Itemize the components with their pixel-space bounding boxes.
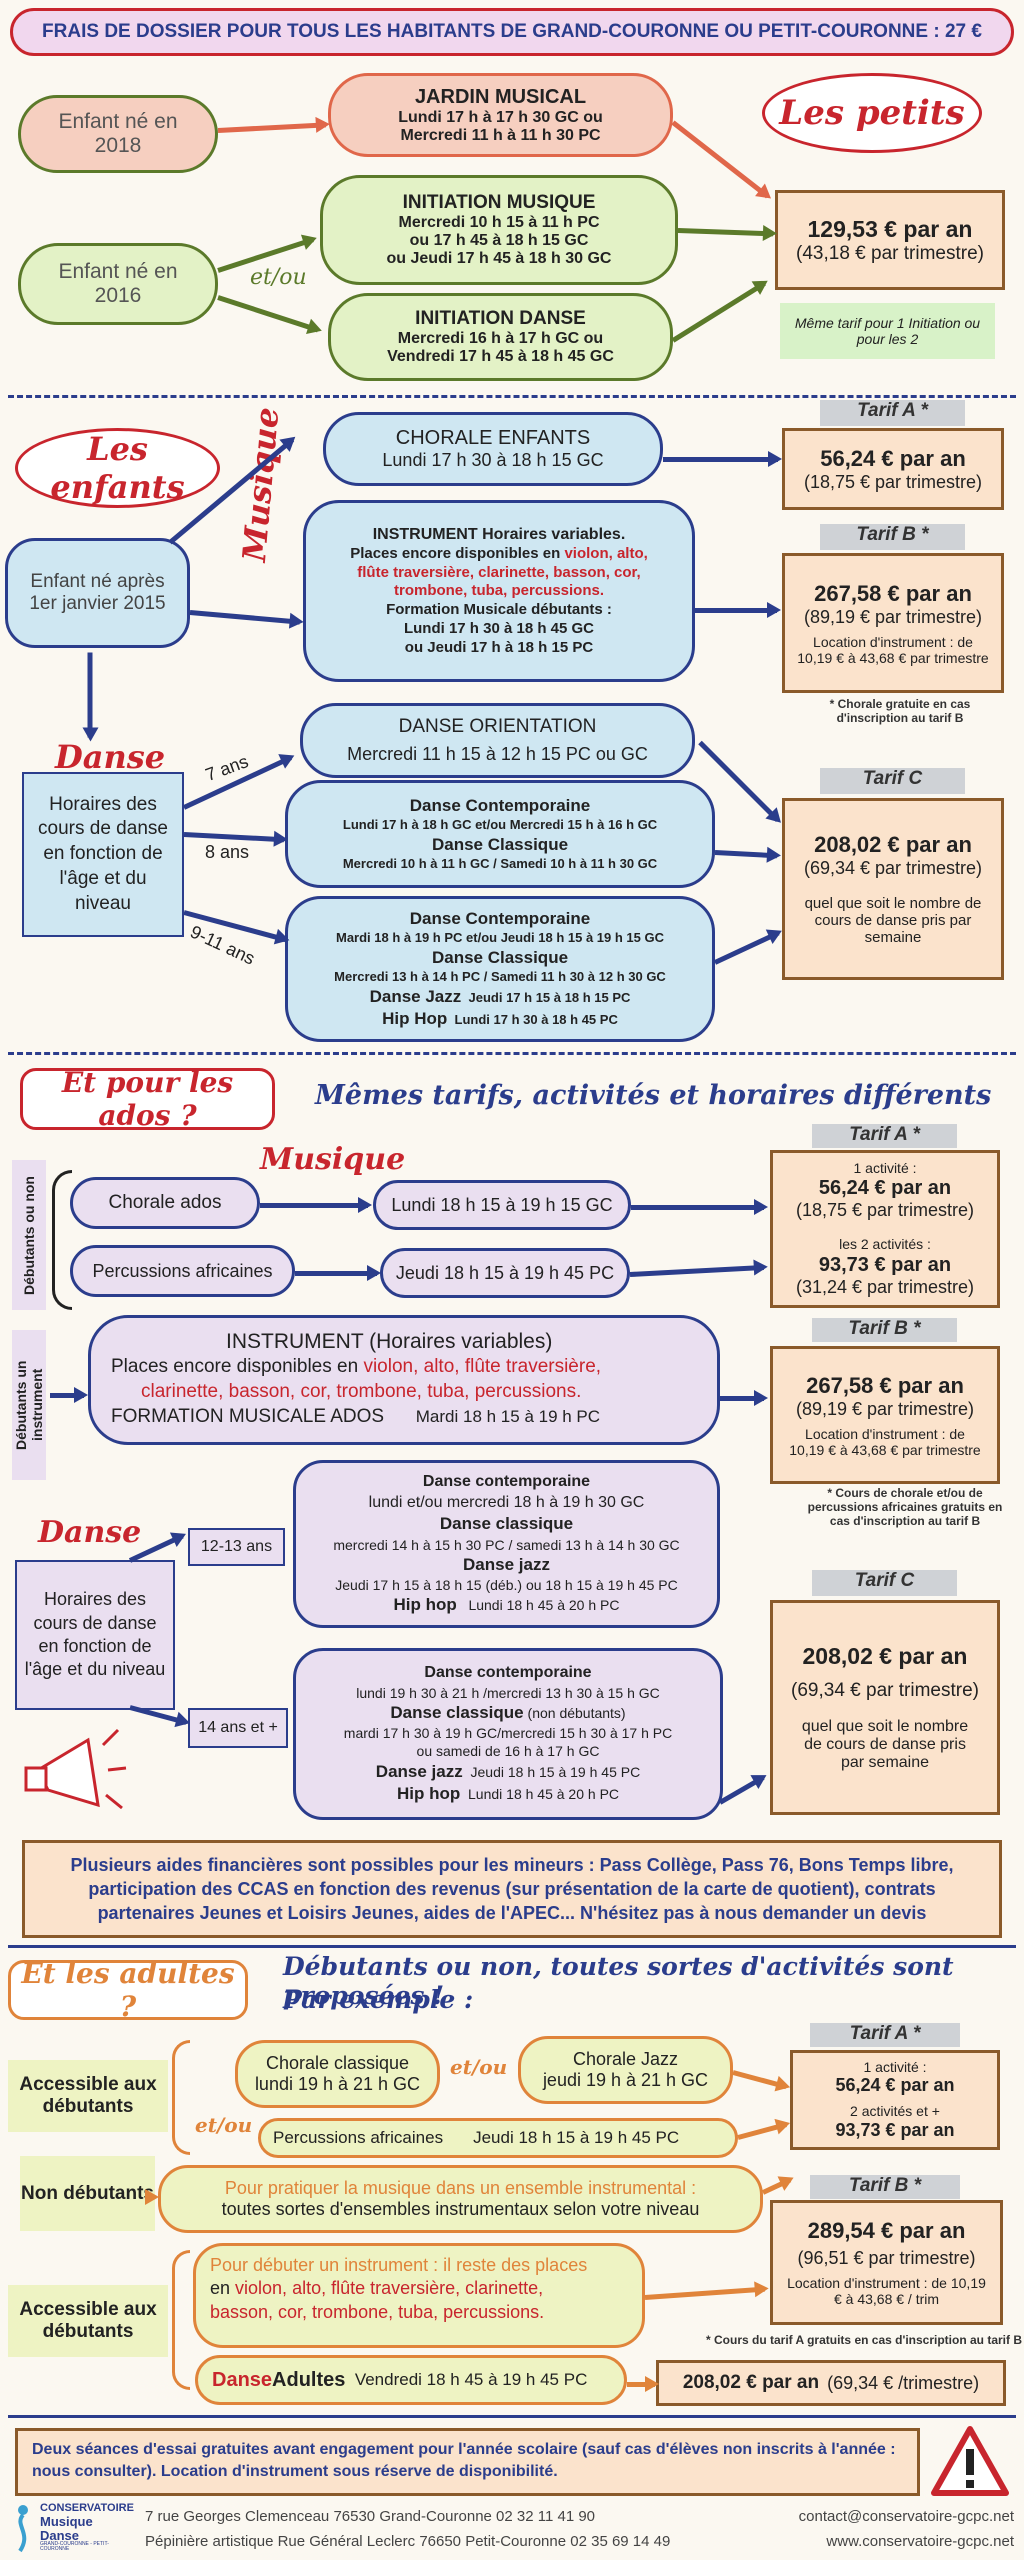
danse-14-plus: Danse contemporaine lundi 19 h 30 à 21 h… bbox=[293, 1648, 723, 1820]
logo-figure-icon bbox=[10, 2503, 36, 2553]
danse-adultes: Danse Adultes Vendredi 18 h 45 à 19 h 45… bbox=[195, 2355, 627, 2405]
enfant-2016: Enfant né en 2016 bbox=[18, 243, 218, 325]
ados-title: Et pour les ados ? bbox=[20, 1066, 275, 1132]
price-c-ados: 208,02 € par an (69,34 € par trimestre) … bbox=[770, 1600, 1000, 1815]
initiation-musique: INITIATION MUSIQUE Mercredi 10 h 15 à 11… bbox=[320, 175, 678, 285]
ados-subtitle: Mêmes tarifs, activités et horaires diff… bbox=[315, 1080, 992, 1111]
note-b-enfants: * Chorale gratuite en cas d'inscription … bbox=[829, 697, 971, 725]
tarif-a-tag-adultes: Tarif A * bbox=[810, 2023, 960, 2047]
tarif-b-tag-adultes: Tarif B * bbox=[810, 2175, 960, 2199]
jardin-musical: JARDIN MUSICAL Lundi 17 h à 17 h 30 GC o… bbox=[328, 73, 673, 157]
ensemble-instrumental: Pour pratiquer la musique dans un ensemb… bbox=[158, 2165, 763, 2233]
price-c-adultes: 208,02 € par an(69,34 € /trimestre) bbox=[656, 2360, 1006, 2406]
frais-banner: FRAIS DE DOSSIER POUR TOUS LES HABITANTS… bbox=[10, 8, 1014, 56]
danse-label-enfants: Danse bbox=[55, 738, 166, 776]
tarif-a-tag-enfants: Tarif A * bbox=[820, 400, 965, 426]
address-1: 7 rue Georges Clemenceau 76530 Grand-Cou… bbox=[145, 2508, 596, 2525]
instrument-ados: INSTRUMENT (Horaires variables) Places e… bbox=[88, 1315, 720, 1445]
price-petits: 129,53 € par an (43,18 € par trimestre) bbox=[775, 190, 1005, 290]
debutants-instrument-label: Débutants un instrument bbox=[12, 1330, 46, 1480]
chorale-ados: Chorale ados bbox=[70, 1177, 260, 1229]
tarif-a-tag-ados: Tarif A * bbox=[812, 1124, 957, 1148]
tarif-c-tag-ados: Tarif C bbox=[812, 1570, 957, 1596]
divider-3 bbox=[8, 1945, 1016, 1948]
chorale-ados-horaire: Lundi 18 h 15 à 19 h 15 GC bbox=[373, 1180, 631, 1230]
age-8: 8 ans bbox=[205, 842, 250, 862]
note-b-ados: * Cours de chorale et/ou de percussions … bbox=[807, 1486, 1003, 1528]
danse-9-11-ans: Danse Contemporaine Mardi 18 h à 19 h PC… bbox=[285, 896, 715, 1042]
percussions-ados-horaire: Jeudi 18 h 15 à 19 h 45 PC bbox=[380, 1248, 630, 1298]
divider-1 bbox=[8, 395, 1016, 398]
chorale-classique: Chorale classique lundi 19 h à 21 h GC bbox=[235, 2040, 440, 2108]
enfant-apres-2015: Enfant né après 1er janvier 2015 bbox=[5, 538, 190, 648]
danse-label-ados: Danse bbox=[38, 1515, 142, 1550]
accessible-debutants-1: Accessible aux débutants bbox=[8, 2060, 168, 2132]
les-enfants-title: Les enfants bbox=[15, 428, 220, 508]
price-c-enfants: 208,02 € par an (69,34 € par trimestre) … bbox=[782, 798, 1004, 980]
price-a-ados: 1 activité : 56,24 € par an (18,75 € par… bbox=[770, 1150, 1000, 1308]
tarif-b-tag-ados: Tarif B * bbox=[812, 1318, 957, 1342]
website-link[interactable]: www.conservatoire-gcpc.net bbox=[826, 2533, 1014, 2550]
initiation-danse: INITIATION DANSE Mercredi 16 h à 17 h GC… bbox=[328, 293, 673, 381]
adultes-subtitle-1: Débutants ou non, toutes sortes d'activi… bbox=[283, 1952, 954, 2010]
instrument-enfants: INSTRUMENT Horaires variables. Places en… bbox=[303, 500, 695, 682]
musique-label-ados: Musique bbox=[260, 1142, 406, 1177]
megaphone-icon bbox=[18, 1720, 128, 1820]
percussions-ados: Percussions africaines bbox=[70, 1245, 295, 1297]
non-debutants: Non débutants bbox=[20, 2156, 155, 2231]
debutants-label: Débutants ou non bbox=[12, 1160, 46, 1310]
warning-icon bbox=[930, 2425, 1010, 2497]
chorale-jazz: Chorale Jazz jeudi 19 h à 21 h GC bbox=[518, 2036, 733, 2104]
etou-petits: et/ou bbox=[250, 265, 307, 290]
address-2: Pépinière artistique Rue Général Leclerc… bbox=[145, 2533, 671, 2550]
essai-banner: Deux séances d'essai gratuites avant eng… bbox=[15, 2428, 920, 2496]
price-a-adultes: 1 activité : 56,24 € par an 2 activités … bbox=[790, 2050, 1000, 2150]
brace-adultes-1 bbox=[172, 2040, 190, 2155]
divider-2 bbox=[8, 1052, 1016, 1055]
danse-orientation: DANSE ORIENTATION Mercredi 11 h 15 à 12 … bbox=[300, 703, 695, 778]
divider-4 bbox=[8, 2415, 1016, 2418]
chorale-enfants: CHORALE ENFANTS Lundi 17 h 30 à 18 h 15 … bbox=[323, 412, 663, 486]
logo: CONSERVATOIRE Musique Danse GRAND-COURON… bbox=[10, 2500, 135, 2556]
age-12-13: 12-13 ans bbox=[188, 1528, 285, 1566]
danse-8-ans: Danse Contemporaine Lundi 17 h à 18 h GC… bbox=[285, 780, 715, 888]
frais-text: FRAIS DE DOSSIER POUR TOUS LES HABITANTS… bbox=[42, 21, 982, 42]
tarif-b-tag-enfants: Tarif B * bbox=[820, 524, 965, 550]
etou-adultes-1: et/ou bbox=[450, 2055, 508, 2079]
adultes-subtitle-2: Par exemple : bbox=[283, 1985, 474, 2014]
brace-adultes-2 bbox=[172, 2250, 190, 2390]
price-b-ados: 267,58 € par an (89,19 € par trimestre) … bbox=[770, 1346, 1000, 1484]
horaires-danse-ados: Horaires des cours de danse en fonction … bbox=[15, 1560, 175, 1710]
note-petits: Même tarif pour 1 Initiation ou pour les… bbox=[780, 303, 995, 359]
adultes-title: Et les adultes ? bbox=[8, 1957, 248, 2023]
enfant-2018: Enfant né en 2018 bbox=[18, 95, 218, 173]
accessible-debutants-2: Accessible aux débutants bbox=[8, 2285, 168, 2357]
etou-adultes-2: et/ou bbox=[195, 2113, 253, 2137]
brace-ados bbox=[52, 1170, 72, 1310]
horaires-danse-enfants: Horaires des cours de danse en fonction … bbox=[22, 772, 184, 937]
aides-financieres: Plusieurs aides financières sont possibl… bbox=[22, 1840, 1002, 1938]
age-14-plus: 14 ans et + bbox=[188, 1708, 288, 1748]
debuter-instrument: Pour débuter un instrument : il reste de… bbox=[193, 2243, 645, 2348]
contact-email[interactable]: contact@conservatoire-gcpc.net bbox=[798, 2508, 1014, 2525]
note-b-adultes: * Cours du tarif A gratuits en cas d'ins… bbox=[705, 2333, 1022, 2347]
price-a-enfants: 56,24 € par an (18,75 € par trimestre) bbox=[782, 428, 1004, 510]
tarif-c-tag-enfants: Tarif C bbox=[820, 768, 965, 794]
price-b-enfants: 267,58 € par an (89,19 € par trimestre) … bbox=[782, 553, 1004, 693]
les-petits-title: Les petits bbox=[762, 73, 982, 153]
danse-12-13: Danse contemporaine lundi et/ou mercredi… bbox=[293, 1460, 720, 1628]
price-b-adultes: 289,54 € par an (96,51 € par trimestre) … bbox=[770, 2200, 1003, 2325]
